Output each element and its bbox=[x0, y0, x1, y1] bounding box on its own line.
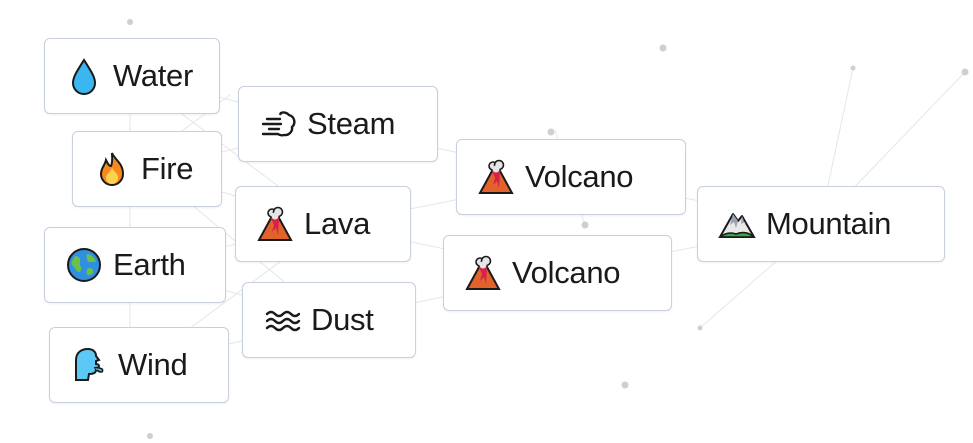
element-tile-lava[interactable]: Lava bbox=[235, 186, 411, 262]
mountain-icon bbox=[718, 205, 756, 243]
element-tile-fire[interactable]: Fire bbox=[72, 131, 222, 207]
volcano-icon bbox=[477, 158, 515, 196]
element-label: Water bbox=[113, 58, 194, 93]
element-label: Steam bbox=[307, 106, 396, 141]
element-label: Mountain bbox=[766, 206, 892, 241]
dust-waves-icon bbox=[263, 301, 301, 339]
element-label: Fire bbox=[141, 151, 194, 186]
element-label: Volcano bbox=[512, 255, 621, 290]
wind-face-icon bbox=[70, 346, 108, 384]
element-tile-volcano-1[interactable]: Volcano bbox=[456, 139, 686, 215]
element-label: Lava bbox=[304, 206, 371, 241]
element-tile-mountain[interactable]: Mountain bbox=[697, 186, 945, 262]
background-dots bbox=[127, 19, 969, 439]
volcano-icon bbox=[256, 205, 294, 243]
water-drop-icon bbox=[65, 57, 103, 95]
element-tile-wind[interactable]: Wind bbox=[49, 327, 229, 403]
element-tile-volcano-2[interactable]: Volcano bbox=[443, 235, 672, 311]
element-label: Volcano bbox=[525, 159, 634, 194]
element-tile-water[interactable]: Water bbox=[44, 38, 220, 114]
element-label: Wind bbox=[118, 347, 188, 382]
volcano-icon bbox=[464, 254, 502, 292]
element-tile-earth[interactable]: Earth bbox=[44, 227, 226, 303]
element-label: Earth bbox=[113, 247, 186, 282]
fire-icon bbox=[93, 150, 131, 188]
earth-globe-icon bbox=[65, 246, 103, 284]
steam-puff-icon bbox=[259, 105, 297, 143]
element-tile-steam[interactable]: Steam bbox=[238, 86, 438, 162]
element-tile-dust[interactable]: Dust bbox=[242, 282, 416, 358]
element-label: Dust bbox=[311, 302, 374, 337]
